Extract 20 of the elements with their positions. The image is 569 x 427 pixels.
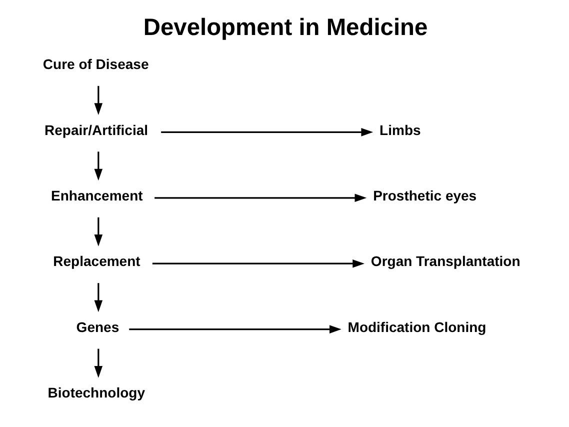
arrow: [94, 348, 103, 378]
diagram-title: Development in Medicine: [143, 14, 428, 41]
arrow: [154, 194, 367, 202]
node-text: Repair/Artificial: [44, 122, 148, 138]
node-text: Prosthetic eyes: [373, 187, 477, 204]
node-text: Biotechnology: [48, 384, 146, 401]
arrow: [152, 259, 364, 268]
arrow: [94, 217, 103, 246]
node-text: Replacement: [53, 253, 140, 270]
arrow: [94, 86, 103, 115]
node-text: Organ Transplantation: [370, 253, 520, 270]
arrow: [94, 283, 103, 312]
arrow: [129, 325, 342, 334]
node-text: Enhancement: [51, 187, 143, 204]
arrow: [94, 152, 103, 181]
node-text: Modification Cloning: [348, 318, 486, 335]
node-text: Limbs: [380, 122, 421, 138]
arrow: [161, 128, 374, 136]
node-text: Cure of Disease: [42, 56, 149, 72]
node-text: Genes: [76, 318, 120, 335]
